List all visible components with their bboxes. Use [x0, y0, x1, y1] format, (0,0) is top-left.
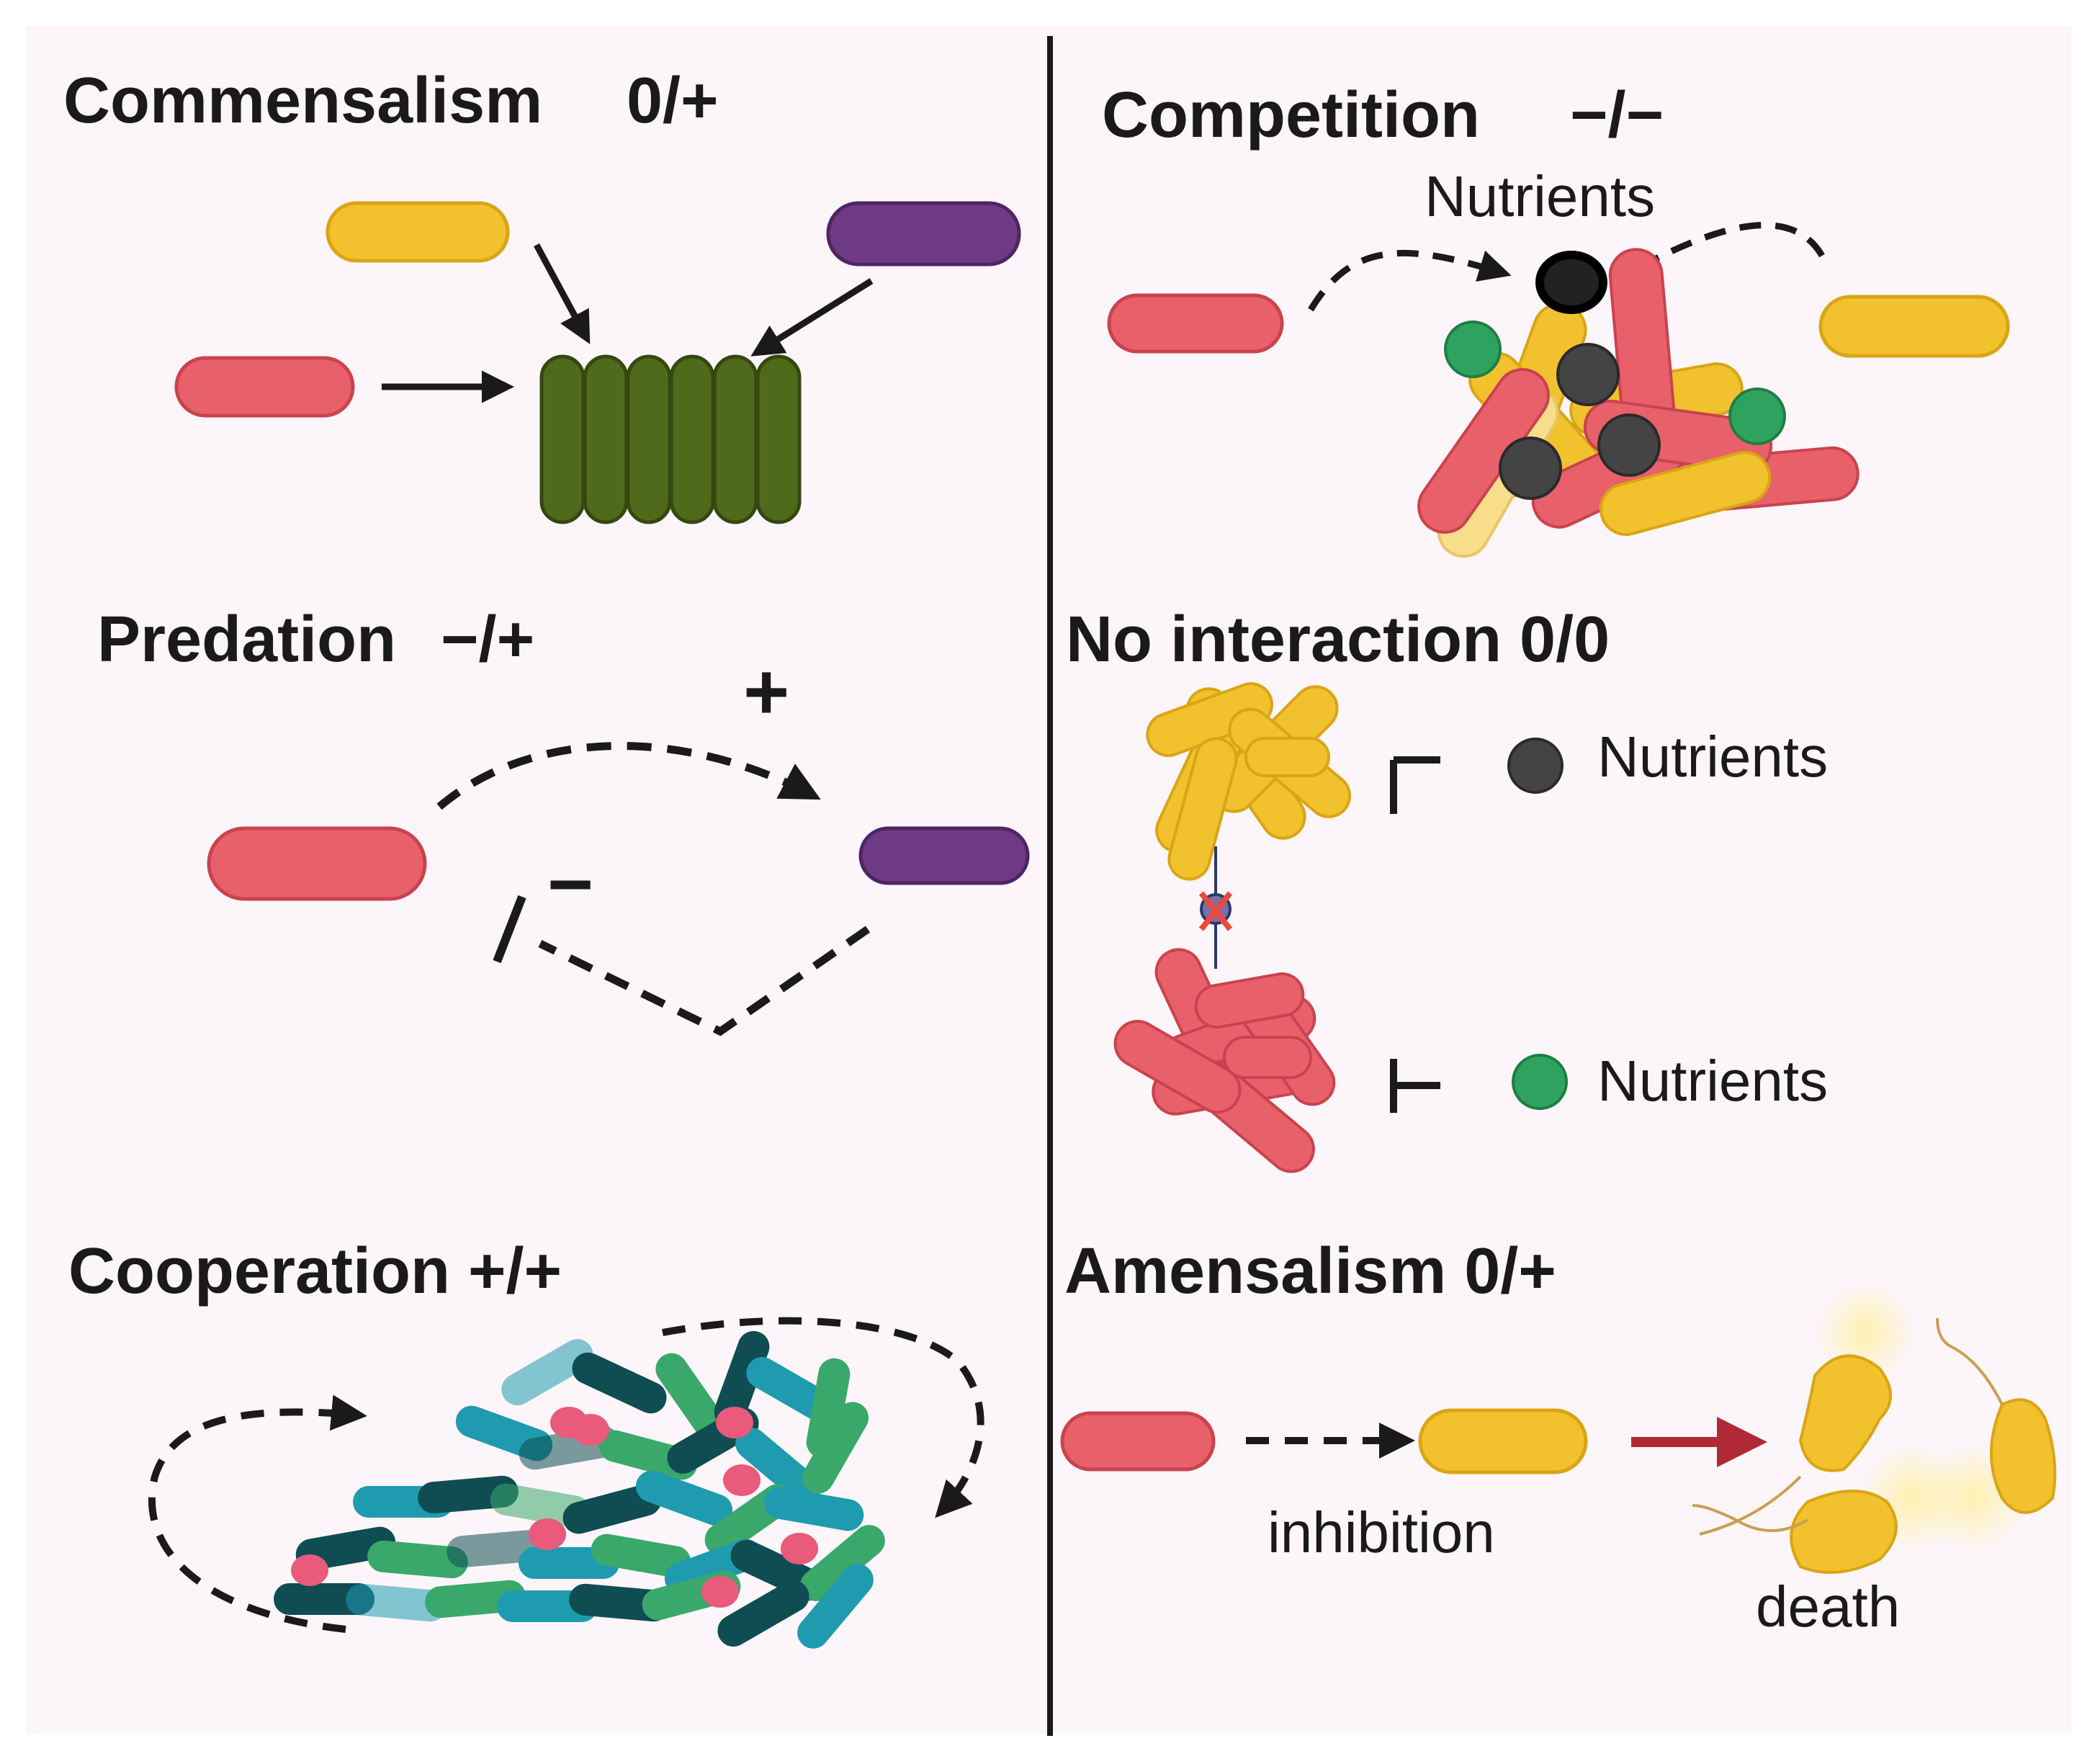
colony-rod — [714, 1330, 770, 1428]
dashed-inhibition-predator-to-prey — [538, 926, 871, 1037]
biofilm-rod — [539, 354, 586, 524]
red-bacterium — [1107, 293, 1284, 354]
colony-rod — [367, 1540, 468, 1579]
dark-nutrient-label: Nutrients — [1597, 725, 1828, 789]
biofilm-rod — [626, 354, 672, 524]
commensalism-panel: Commensalism 0/+ — [63, 65, 1021, 524]
yellow-cluster — [1146, 682, 1352, 881]
dark-nutrient — [1556, 343, 1620, 406]
yellow-bacterium — [1418, 1408, 1588, 1474]
dark-nutrient — [1507, 738, 1564, 794]
yellow-bacterium — [1818, 295, 2010, 358]
colony-rod — [717, 1580, 809, 1647]
biofilm-rod — [755, 354, 802, 524]
cooperation-panel: Cooperation +/+ — [68, 1235, 984, 1649]
colony-cell — [781, 1533, 818, 1564]
red-rod — [1113, 1020, 1242, 1114]
commensalism-sign: 0/+ — [627, 65, 719, 137]
dashed-arrow-red-to-nutrient — [1308, 249, 1512, 312]
dark-nutrient — [1597, 413, 1661, 477]
colony-cell — [529, 1518, 566, 1550]
colony-rod — [800, 1525, 885, 1601]
inhibition-bar — [493, 895, 526, 964]
yellow-rod — [1244, 737, 1330, 777]
colony-cell — [291, 1554, 328, 1586]
red-bacterium-prey — [207, 826, 427, 901]
dashed-arrow-prey-to-predator — [436, 742, 821, 810]
dashed-loop-left — [148, 1394, 367, 1633]
amensalism-panel: Amensalism 0/+ inhibition death — [1060, 1235, 2057, 1639]
purple-bacterium — [826, 201, 1021, 267]
cross-mark-icon — [1198, 891, 1233, 931]
contested-nutrient — [1535, 251, 1607, 314]
colony-cell — [716, 1407, 753, 1438]
colony-cell — [723, 1464, 761, 1496]
competition-title: Competition — [1102, 79, 1480, 151]
colony-rod — [572, 1352, 667, 1414]
no-interaction-panel: No interaction 0/0 Nutrients — [1066, 604, 1828, 1173]
no-interaction-title: No interaction 0/0 — [1066, 604, 1610, 676]
colony-rod — [501, 1339, 593, 1405]
colony-rod — [763, 1487, 864, 1531]
predation-title: Predation — [97, 604, 396, 676]
red-bacterium — [174, 356, 355, 418]
flagellum — [1936, 1317, 2004, 1405]
dark-nutrient — [1499, 436, 1562, 500]
cooperation-colony — [274, 1330, 885, 1649]
predation-panel: Predation −/+ + − — [97, 604, 1030, 1037]
yellow-bacterium — [326, 201, 510, 263]
lysed-cells — [1692, 1282, 2057, 1574]
dying-bacterium — [1798, 1354, 1892, 1472]
biofilm-rod — [583, 354, 629, 524]
yellow-rod — [1599, 451, 1772, 536]
competition-nutrients-label: Nutrients — [1425, 164, 1655, 228]
arrow-yellow-to-biofilm — [534, 243, 591, 344]
inhibition-label: inhibition — [1268, 1500, 1495, 1564]
death-label: death — [1756, 1575, 1900, 1639]
flagellum — [1692, 1504, 1809, 1532]
colony-rod — [591, 1534, 691, 1578]
dying-bacterium — [1790, 1490, 1898, 1574]
red-bacterium — [1060, 1411, 1216, 1472]
mixed-colony — [1417, 248, 1860, 558]
arrow-purple-to-biofilm — [750, 278, 874, 357]
colony-rod — [562, 1484, 662, 1534]
flagellum — [1699, 1475, 1802, 1536]
predation-sign: −/+ — [441, 604, 534, 676]
red-cluster — [1113, 948, 1336, 1173]
green-nutrient-label: Nutrients — [1597, 1049, 1828, 1113]
purple-bacterium-predator — [858, 826, 1030, 885]
red-rod — [1223, 1036, 1312, 1079]
commensalism-title: Commensalism — [63, 65, 542, 137]
colony-rod — [655, 1353, 727, 1442]
minus-sign: − — [547, 840, 593, 928]
colony-rod — [802, 1402, 869, 1494]
colony-cell — [701, 1576, 739, 1608]
dashed-loop-right — [662, 1317, 984, 1518]
green-nutrient — [1728, 388, 1786, 445]
biofilm-rod — [712, 354, 758, 524]
dying-bacterium — [1990, 1398, 2057, 1514]
competition-sign: −/− — [1570, 79, 1664, 151]
colony-rod — [797, 1564, 874, 1649]
colony-cell — [572, 1414, 609, 1446]
biofilm-rod — [669, 354, 715, 524]
plus-sign: + — [743, 648, 789, 736]
green-biofilm — [539, 354, 802, 524]
colony-rod — [635, 1470, 733, 1526]
yellow-rod — [1167, 737, 1238, 881]
cooperation-title: Cooperation +/+ — [68, 1235, 562, 1307]
amensalism-title: Amensalism 0/+ — [1064, 1235, 1556, 1307]
colony-rod — [735, 1428, 820, 1504]
green-nutrient — [1444, 321, 1502, 378]
red-rod — [1194, 972, 1305, 1029]
green-nutrient — [1512, 1054, 1568, 1110]
competition-panel: Competition −/− Nutrients — [1102, 79, 2010, 558]
colony-rod — [346, 1583, 447, 1622]
